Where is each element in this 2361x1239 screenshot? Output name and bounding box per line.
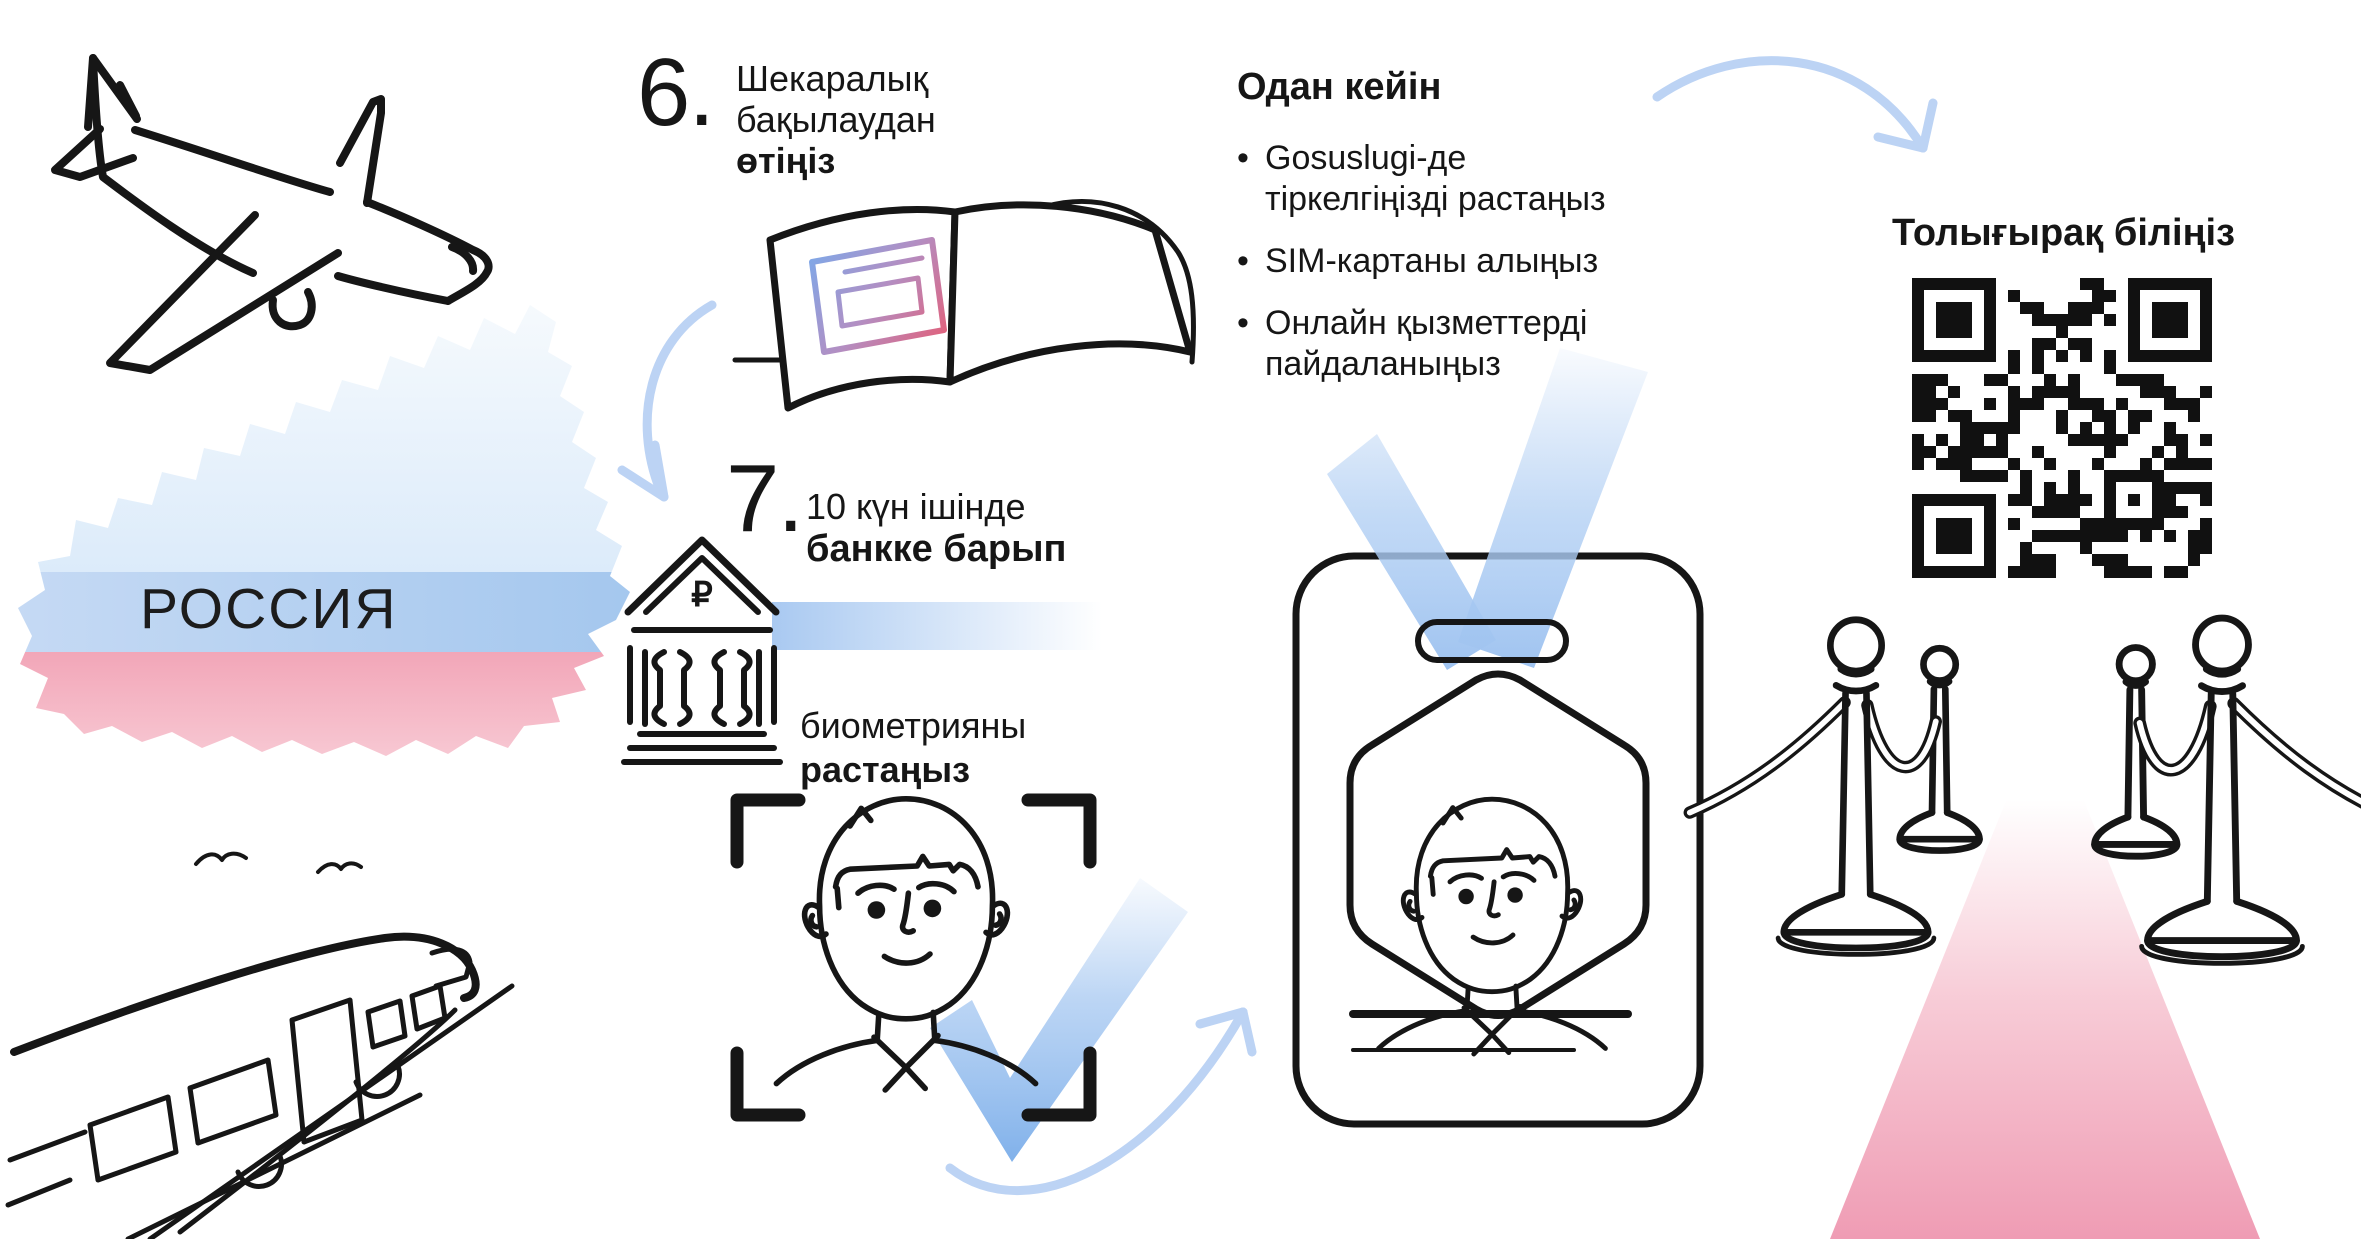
bank-icon: ₽: [621, 536, 783, 765]
list-item: • SIM-картаны алыңыз: [1237, 241, 1606, 282]
bullet1-line2: тіркелгіңізді растаңыз: [1265, 180, 1606, 218]
birds-icon: [194, 851, 363, 874]
bullet-icon: •: [1237, 242, 1249, 280]
stanchions-left: [1690, 620, 1980, 955]
step6-number: 6.: [637, 39, 715, 146]
scanned-person-face: [776, 799, 1035, 1090]
biometrics-line1: биометрияны: [800, 705, 1027, 746]
badge-slot: [1415, 619, 1569, 663]
lanyard-right-strap: [1458, 348, 1648, 668]
russia-map-illustration: [18, 305, 630, 756]
checkmark-icon: [930, 878, 1188, 1162]
step7-text: 10 күн ішінде банкке барып: [806, 486, 1067, 570]
step6-line3: өтіңіз: [736, 140, 836, 181]
qr-caption: Толығырақ біліңіз: [1892, 212, 2236, 254]
bullet1-line1: Gosuslugi-де: [1265, 139, 1467, 177]
biometrics-caption: биометрияны растаңыз: [800, 704, 1026, 792]
ruble-symbol: ₽: [691, 576, 713, 614]
biometrics-line2: растаңыз: [800, 749, 971, 790]
lanyard-left-strap: [1327, 434, 1496, 670]
hexagon-photo-frame: [1346, 670, 1650, 1019]
bullet3-line2: пайдаланыңыз: [1265, 345, 1501, 383]
passport-stamp-illustration: [732, 199, 1196, 412]
step6-text: Шекаралық бақылаудан өтіңіз: [736, 58, 936, 181]
stanchions-right: [2095, 618, 2361, 963]
step7-number: 7.: [726, 445, 804, 552]
id-badge-illustration: [1292, 348, 1704, 1128]
step7-line2: банкке барып: [806, 528, 1067, 570]
after-heading: Одан кейін: [1237, 66, 1442, 108]
face-scan-illustration: [730, 793, 1188, 1162]
scan-frame-icon: [730, 793, 1097, 1122]
train-icon: [5, 932, 515, 1239]
bullet2-line1: SIM-картаны алыңыз: [1265, 242, 1599, 280]
bullet3-line1: Онлайн қызметтерді: [1265, 304, 1588, 342]
step7-line1: 10 күн ішінде: [806, 486, 1026, 527]
arrow-to-qr: [1652, 56, 1938, 153]
after-bullet-list: • Gosuslugi-де тіркелгіңізді растаңыз • …: [1237, 138, 1606, 406]
list-item: • Gosuslugi-де тіркелгіңізді растаңыз: [1237, 138, 1606, 220]
map-label: РОССИЯ: [140, 577, 398, 641]
bullet-icon: •: [1237, 139, 1249, 177]
airplane-icon: [51, 54, 493, 374]
arrow-step6-to-step7: [617, 300, 717, 502]
bullet-icon: •: [1237, 304, 1249, 342]
step6-line1: Шекаралық: [736, 58, 929, 99]
list-item: • Онлайн қызметтерді пайдаланыңыз: [1237, 303, 1606, 385]
step6-line2: бақылаудан: [736, 99, 936, 140]
bank-blue-band: [772, 602, 1102, 650]
qr-code: [1912, 278, 2212, 578]
arrow-scan-to-badge: [945, 1007, 1257, 1196]
